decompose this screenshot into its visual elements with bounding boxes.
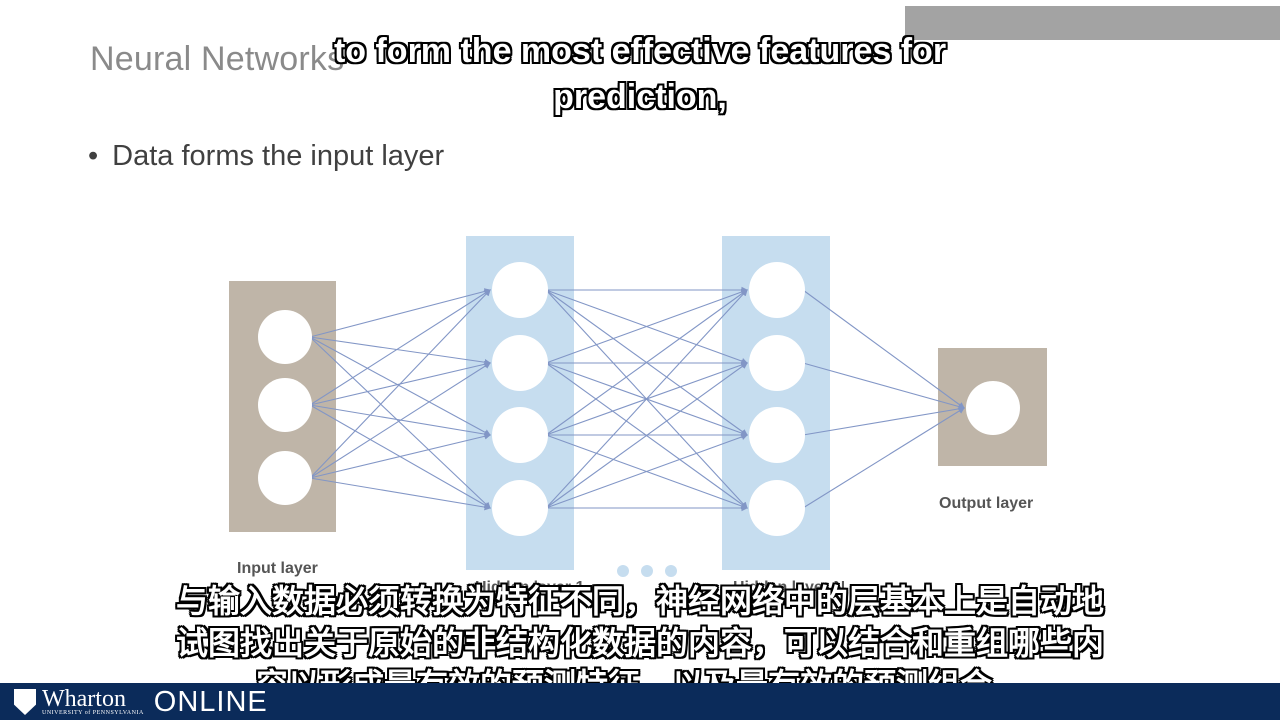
bullet-item: • Data forms the input layer xyxy=(88,140,444,173)
connection-edge xyxy=(309,433,492,479)
logo-name: Wharton xyxy=(42,686,126,712)
neuron-node-hiddenN-4 xyxy=(749,480,805,536)
bullet-dot-icon: • xyxy=(88,140,99,172)
neuron-node-hiddenN-3 xyxy=(749,407,805,463)
connection-edge xyxy=(545,289,748,436)
connection-edge xyxy=(309,336,492,366)
neuron-node-input-1 xyxy=(258,310,312,364)
connection-edge xyxy=(802,407,965,509)
connection-edge xyxy=(802,289,965,409)
top-gray-bar xyxy=(905,6,1280,40)
neuron-node-input-2 xyxy=(258,378,312,432)
shield-icon xyxy=(14,689,36,715)
neuron-node-hidden1-2 xyxy=(492,335,548,391)
english-subtitle: to form the most effective features for … xyxy=(333,32,947,116)
connection-edge xyxy=(309,362,491,479)
connection-edge xyxy=(545,289,748,509)
connection-edge xyxy=(802,405,966,436)
neuron-nodes xyxy=(258,262,1020,536)
connection-edge xyxy=(309,336,491,509)
connection-edge xyxy=(309,289,491,406)
connection-edge xyxy=(545,433,749,509)
connection-edge xyxy=(309,477,492,511)
wharton-online-logo: Wharton UNIVERSITY of PENNSYLVANIA ONLIN… xyxy=(14,684,268,720)
neuron-node-hidden1-3 xyxy=(492,407,548,463)
neuron-node-hidden1-4 xyxy=(492,480,548,536)
hidden-layer-1-label: Hidden layer 1 xyxy=(475,579,584,596)
output-layer-label: Output layer xyxy=(939,495,1033,512)
connection-edge xyxy=(309,288,492,338)
logo-subtitle: UNIVERSITY of PENNSYLVANIA xyxy=(42,710,144,716)
neuron-node-hidden1-1 xyxy=(492,262,548,318)
logo-suffix: ONLINE xyxy=(153,685,268,718)
footer-bar xyxy=(0,683,1280,720)
connection-edge xyxy=(545,288,749,364)
neuron-node-output-1 xyxy=(966,381,1020,435)
ellipsis-dot xyxy=(617,565,629,577)
bullet-text: Data forms the input layer xyxy=(112,140,445,172)
neuron-node-hiddenN-1 xyxy=(749,262,805,318)
connection-edges xyxy=(309,286,966,512)
connection-edge xyxy=(309,289,491,479)
connection-edge xyxy=(309,336,491,436)
connection-edge xyxy=(802,362,966,410)
ellipsis-dot xyxy=(665,565,677,577)
connection-edge xyxy=(545,362,748,509)
ellipsis-dot xyxy=(641,565,653,577)
neuron-node-input-3 xyxy=(258,451,312,505)
neuron-node-hiddenN-2 xyxy=(749,335,805,391)
hidden-layer-n-label: Hidden layer N xyxy=(733,579,845,596)
slide-title: Neural Networks xyxy=(90,40,345,78)
input-layer-label: Input layer xyxy=(237,560,318,577)
